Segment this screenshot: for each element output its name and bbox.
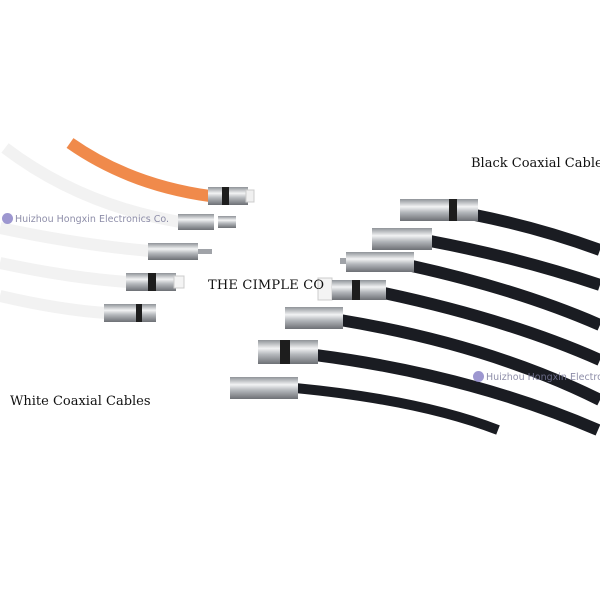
white-cable-1	[1, 143, 182, 228]
watermark-logo-icon	[473, 371, 484, 382]
black-cable-7	[294, 383, 500, 435]
white-cable-2	[0, 222, 151, 257]
orange-cable	[66, 138, 211, 202]
white-connector-4	[126, 273, 185, 291]
white-cable-4	[0, 290, 107, 319]
black-connector-3	[340, 252, 414, 272]
white-cable-3	[0, 257, 129, 288]
black-cable-3	[410, 260, 600, 331]
black-cable-4	[382, 287, 600, 366]
black-cable-group	[230, 199, 600, 436]
white-connector-5	[104, 304, 156, 322]
black-cables-label: Black Coaxial Cables	[471, 156, 600, 171]
black-cable-2	[428, 235, 600, 291]
black-connector-6	[258, 340, 318, 364]
black-cable-1	[473, 209, 600, 256]
watermark-left: Huizhou Hongxin Electronics Co.	[2, 213, 169, 225]
white-cable-group	[0, 138, 255, 322]
watermark-left-text: Huizhou Hongxin Electronics Co.	[15, 214, 170, 225]
black-cable-5	[339, 314, 600, 406]
white-connector-1	[208, 187, 255, 205]
black-connector-2	[372, 228, 432, 250]
black-connector-7	[230, 377, 298, 399]
black-connector-4	[317, 277, 386, 301]
black-connector-1	[400, 199, 478, 221]
white-cables-label: White Coaxial Cables	[10, 394, 151, 409]
white-connector-2	[178, 214, 236, 230]
watermark-right-text: Huizhou Hongxin Electronics	[486, 372, 600, 383]
watermark-right: Huizhou Hongxin Electronics	[473, 371, 600, 383]
watermark-logo-icon	[2, 213, 13, 224]
black-connector-5	[285, 307, 343, 329]
brand-label: THE CIMPLE CO	[208, 278, 325, 293]
black-cable-6	[314, 349, 600, 436]
white-connector-3	[148, 243, 212, 260]
